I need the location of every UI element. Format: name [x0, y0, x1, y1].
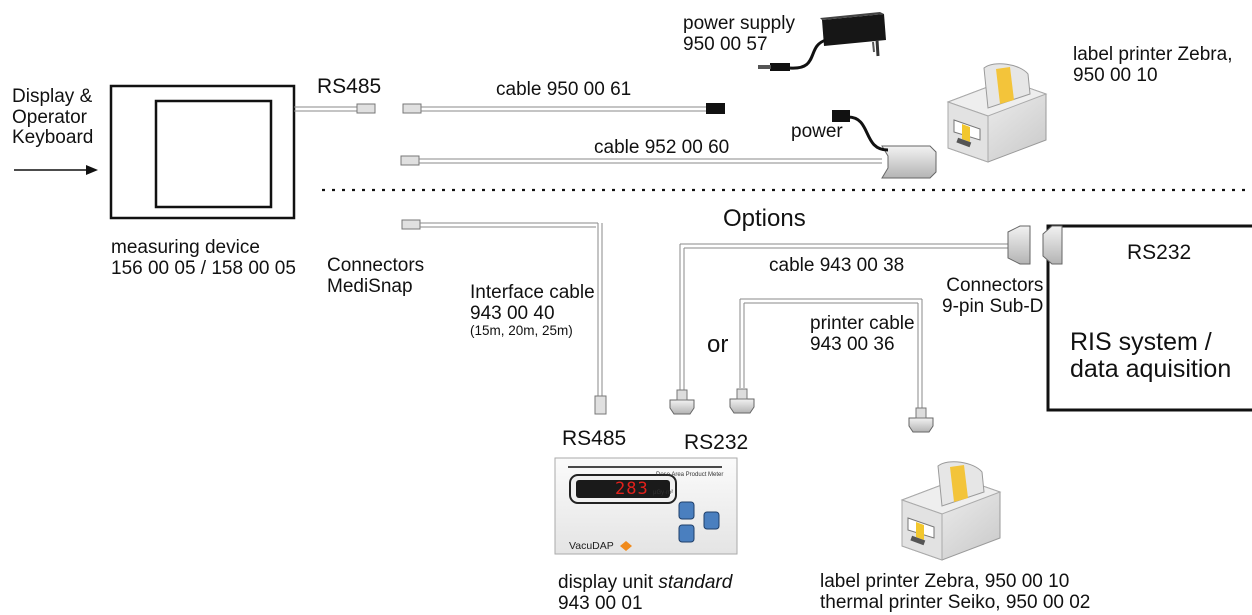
connectors-subd-line-2: 9-pin Sub-D [942, 295, 1044, 317]
measuring-device-line-2: 156 00 05 / 158 00 05 [111, 257, 296, 279]
cable-950-00-61 [402, 103, 725, 114]
connectors-subd-label: Connectors 9-pin Sub-D [942, 275, 1044, 317]
rs232-right-label: RS232 [1127, 241, 1192, 264]
ris-system-line-2: data aquisition [1070, 355, 1232, 383]
rs485-bottom-label: RS485 [562, 427, 627, 450]
printer-cable-line-2: 943 00 36 [810, 333, 895, 355]
label-printer-top-icon [947, 63, 1047, 163]
label-printer-top-label: label printer Zebra, 950 00 10 [1073, 44, 1233, 86]
printers-bottom-label: label printer Zebra, 950 00 10 thermal p… [820, 571, 1091, 613]
printer-cable-label: printer cable 943 00 36 [810, 313, 915, 355]
interface-cable-line-2: 943 00 40 [470, 302, 555, 324]
cable-952-00-60 [400, 110, 937, 179]
rs485-connector [294, 103, 376, 114]
display-keyboard-line-1: Display & [12, 86, 93, 107]
label-printer-top-line-1: label printer Zebra, [1073, 44, 1233, 65]
power-supply-label: power supply 950 00 57 [683, 13, 795, 55]
printers-bottom-line-1: label printer Zebra, 950 00 10 [820, 571, 1070, 592]
interface-cable-label: Interface cable 943 00 40 (15m, 20m, 25m… [470, 282, 595, 339]
measuring-device-label: measuring device 156 00 05 / 158 00 05 [111, 237, 296, 279]
cable-950-00-61-label: cable 950 00 61 [496, 79, 632, 100]
ris-system-box [1042, 224, 1252, 412]
cable-943-00-38 [669, 225, 1031, 415]
display-unit-number: 943 00 01 [558, 592, 643, 614]
cable-943-00-38-label: cable 943 00 38 [769, 255, 905, 276]
rs485-top-label: RS485 [317, 75, 382, 98]
ris-system-line-1: RIS system / [1070, 328, 1212, 356]
input-arrow-icon [14, 165, 98, 175]
display-keyboard-line-2: Operator [12, 106, 87, 128]
measuring-device-icon [109, 84, 296, 220]
display-unit-icon [554, 457, 738, 555]
connectors-medisnap-label: Connectors MediSnap [327, 255, 425, 297]
or-label: or [707, 331, 729, 358]
options-label: Options [723, 205, 806, 232]
display-unit-label: display unit standard 943 00 01 [558, 572, 733, 614]
display-keyboard-line-3: Keyboard [12, 127, 94, 149]
connectors-medisnap-line-1: Connectors [327, 255, 425, 276]
printer-cable-line-1: printer cable [810, 313, 915, 334]
label-printer-bottom-icon [901, 461, 1001, 561]
measuring-device-line-1: measuring device [111, 237, 260, 258]
display-unit-brand: VacuDAP [569, 540, 614, 552]
ris-system-label: RIS system / data aquisition [1070, 329, 1231, 383]
display-unit-reading: 283 [615, 479, 649, 499]
display-unit-variant: standard [658, 572, 733, 593]
power-supply-line-1: power supply [683, 13, 795, 34]
printers-bottom-line-2: thermal printer Seiko, 950 00 02 [820, 591, 1091, 613]
interface-cable-943-00-40 [401, 219, 607, 415]
connectors-medisnap-line-2: MediSnap [327, 275, 413, 297]
label-printer-top-line-2: 950 00 10 [1073, 64, 1158, 86]
display-keyboard-label: Display & Operator Keyboard [12, 86, 94, 149]
display-unit-line-1: display unit [558, 572, 654, 593]
cable-952-00-60-label: cable 952 00 60 [594, 137, 730, 158]
power-supply-line-2: 950 00 57 [683, 33, 768, 55]
connectors-subd-line-1: Connectors [946, 275, 1044, 296]
rs232-bottom-label: RS232 [684, 431, 749, 454]
printer-cable-943-00-36 [729, 298, 934, 433]
power-label: power [791, 121, 843, 142]
interface-cable-line-1: Interface cable [470, 282, 595, 303]
display-unit-unit: µGy·m² [653, 490, 674, 496]
display-unit-panel-title: Dose Area Product Meter [656, 472, 724, 478]
power-supply-icon [758, 12, 886, 71]
interface-cable-lengths: (15m, 20m, 25m) [470, 323, 573, 339]
